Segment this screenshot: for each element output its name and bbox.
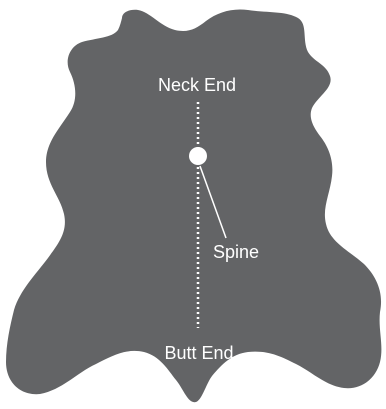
spine-label: Spine xyxy=(213,242,259,262)
butt-end-label: Butt End xyxy=(164,343,233,363)
spine-marker-dot xyxy=(189,147,207,165)
neck-end-label: Neck End xyxy=(158,75,236,95)
